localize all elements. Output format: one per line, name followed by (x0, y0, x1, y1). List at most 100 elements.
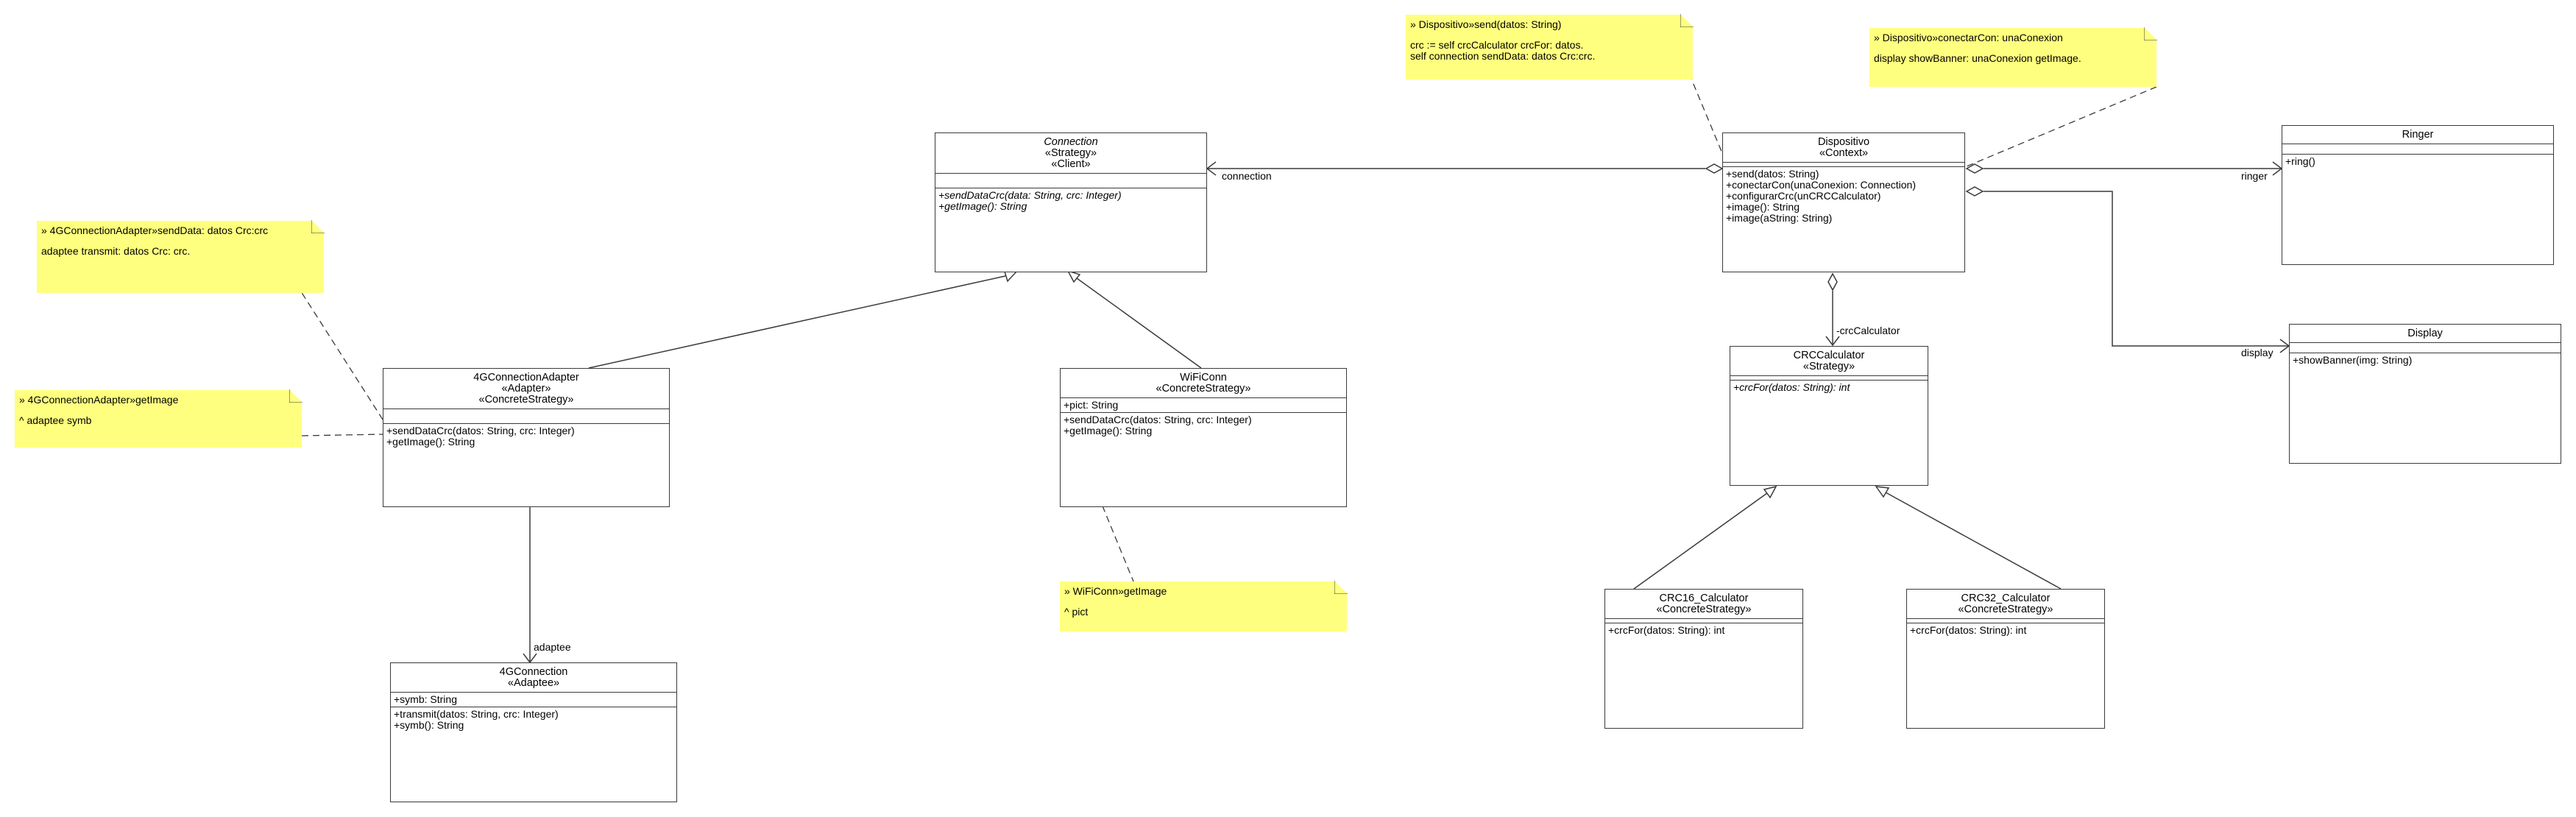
note-line: » Dispositivo»send(datos: String) (1410, 18, 1562, 30)
operations-compartment: +send(datos: String) +conectarCon(unaCon… (1723, 167, 1964, 225)
note-adapter-senddata[interactable]: » 4GConnectionAdapter»sendData: datos Cr… (37, 220, 325, 293)
operation: +getImage(): String (386, 436, 475, 448)
class-name: CRCCalculator (1793, 350, 1865, 361)
assoc-dispositivo-crccalculator (1825, 272, 1840, 347)
attributes-compartment (2282, 144, 2553, 155)
class-header: CRCCalculator «Strategy» (1730, 347, 1928, 376)
class-name: WiFiConn (1180, 372, 1227, 383)
operations-compartment: +crcFor(datos: String): int (1907, 623, 2104, 637)
class-header: 4GConnection «Adaptee» (391, 663, 676, 693)
class-name: Ringer (2402, 129, 2434, 141)
operation: +ring() (2285, 155, 2315, 167)
note-line: ^ pict (1064, 605, 1089, 618)
class-dispositivo[interactable]: Dispositivo «Context» +send(datos: Strin… (1722, 132, 1965, 272)
stereotype: «ConcreteStrategy» (1656, 604, 1752, 615)
operation: +getImage(): String (938, 200, 1027, 212)
operation: +configurarCrc(unCRCCalculator) (1726, 190, 1881, 202)
attribute: +symb: String (394, 693, 457, 705)
note-dispositivo-send[interactable]: » Dispositivo»send(datos: String) crc :=… (1406, 14, 1694, 79)
gen-adapter-connection (588, 270, 1019, 369)
class-crc16-calculator[interactable]: CRC16_Calculator «ConcreteStrategy» +crc… (1604, 589, 1803, 729)
note-gap (19, 406, 297, 415)
stereotype: «ConcreteStrategy» (1958, 604, 2053, 615)
operation: +transmit(datos: String, crc: Integer) (394, 708, 559, 720)
role-label-crccalculator: -crcCalculator (1836, 325, 1900, 336)
operations-compartment: +sendDataCrc(data: String, crc: Integer)… (935, 188, 1206, 213)
operation: +conectarCon(unaConexion: Connection) (1726, 179, 1916, 191)
note-line: » 4GConnectionAdapter»sendData: datos Cr… (41, 224, 269, 236)
note-wificonn-getimage[interactable]: » WiFiConn»getImage ^ pict (1060, 581, 1348, 632)
role-label-display: display (2241, 347, 2274, 358)
operations-compartment: +sendDataCrc(datos: String, crc: Integer… (1061, 413, 1346, 438)
stereotype: «Context» (1819, 147, 1869, 159)
operation: +showBanner(img: String) (2293, 354, 2413, 366)
assoc-dispositivo-ringer (1965, 161, 2283, 176)
assoc-dispositivo-connection (1206, 161, 1724, 176)
stereotype: «Strategy» (1802, 361, 1855, 372)
attribute: +pict: String (1064, 399, 1119, 411)
note-dispositivo-conectarcon[interactable]: » Dispositivo»conectarCon: unaConexion d… (1869, 27, 2157, 87)
class-header: Ringer (2282, 126, 2553, 144)
operation: +sendDataCrc(datos: String, crc: Integer… (386, 425, 575, 436)
operation: +crcFor(datos: String): int (1733, 381, 1850, 393)
attributes-compartment: +pict: String (1061, 398, 1346, 413)
class-connection[interactable]: Connection «Strategy» «Client» +sendData… (935, 132, 1207, 272)
note-line: » Dispositivo»conectarCon: unaConexion (1874, 32, 2063, 43)
class-header: Dispositivo «Context» (1723, 133, 1964, 163)
class-header: CRC16_Calculator «ConcreteStrategy» (1605, 590, 1802, 619)
class-header: Display (2290, 325, 2561, 343)
note-gap (41, 237, 319, 246)
operation: +image(): String (1726, 201, 1800, 213)
class-display[interactable]: Display +showBanner(img: String) (2289, 324, 2561, 464)
operation: +send(datos: String) (1726, 168, 1819, 180)
operations-compartment: +transmit(datos: String, crc: Integer) +… (391, 707, 676, 732)
class-name: Display (2407, 328, 2443, 339)
operation: +crcFor(datos: String): int (1910, 624, 2027, 636)
class-header: 4GConnectionAdapter «Adapter» «ConcreteS… (383, 369, 669, 409)
gen-crc32-crccalculator (1875, 486, 2062, 590)
attributes-compartment (1723, 163, 1964, 167)
attributes-compartment (1907, 619, 2104, 623)
note-fold-icon (2144, 27, 2157, 40)
note-line: display showBanner: unaConexion getImage… (1874, 52, 2081, 64)
assoc-adapter-adaptee (523, 507, 537, 664)
class-4g-connection-adapter[interactable]: 4GConnectionAdapter «Adapter» «ConcreteS… (383, 368, 670, 507)
operation: +sendDataCrc(data: String, crc: Integer) (938, 189, 1122, 201)
note-adapter-getimage[interactable]: » 4GConnectionAdapter»getImage ^ adaptee… (15, 389, 302, 448)
operations-compartment: +crcFor(datos: String): int (1730, 381, 1928, 395)
operation: +image(aString: String) (1726, 212, 1833, 224)
attributes-compartment (383, 409, 669, 424)
note-gap (1874, 44, 2152, 53)
attributes-compartment (2290, 343, 2561, 353)
stereotype: «Adapter» (501, 383, 551, 395)
assoc-dispositivo-display (1965, 186, 2290, 353)
stereotype: «Strategy» (1044, 147, 1097, 159)
class-wificonn[interactable]: WiFiConn «ConcreteStrategy» +pict: Strin… (1060, 368, 1347, 507)
note-line: ^ adaptee symb (19, 414, 92, 426)
note-fold-icon (289, 389, 302, 403)
class-name: 4GConnection (499, 666, 568, 678)
class-header: WiFiConn «ConcreteStrategy» (1061, 369, 1346, 398)
operation: +getImage(): String (1064, 425, 1153, 436)
note-line: adaptee transmit: datos Crc: crc. (41, 244, 191, 257)
operations-compartment: +ring() (2282, 155, 2553, 169)
stereotype: «ConcreteStrategy» (478, 394, 574, 406)
class-ringer[interactable]: Ringer +ring() (2282, 125, 2554, 265)
gen-crc16-crccalculator (1633, 485, 1777, 590)
operation: +sendDataCrc(datos: String, crc: Integer… (1064, 414, 1252, 425)
class-4g-connection[interactable]: 4GConnection «Adaptee» +symb: String +tr… (390, 662, 677, 802)
note-line: crc := self crcCalculator crcFor: datos. (1410, 38, 1584, 51)
note-gap (1410, 31, 1688, 40)
role-label-ringer: ringer (2241, 170, 2268, 182)
operation: +crcFor(datos: String): int (1608, 624, 1725, 636)
class-crc32-calculator[interactable]: CRC32_Calculator «ConcreteStrategy» +crc… (1906, 589, 2105, 729)
class-name: CRC16_Calculator (1659, 593, 1749, 604)
attributes-compartment (1730, 376, 1928, 381)
class-crccalculator[interactable]: CRCCalculator «Strategy» +crcFor(datos: … (1730, 346, 1928, 486)
attributes-compartment: +symb: String (391, 693, 676, 707)
note-gap (1064, 598, 1342, 606)
note-line: self connection sendData: datos Crc:crc. (1410, 50, 1596, 62)
class-name: 4GConnectionAdapter (473, 372, 579, 383)
gen-wificonn-connection (1066, 269, 1202, 369)
